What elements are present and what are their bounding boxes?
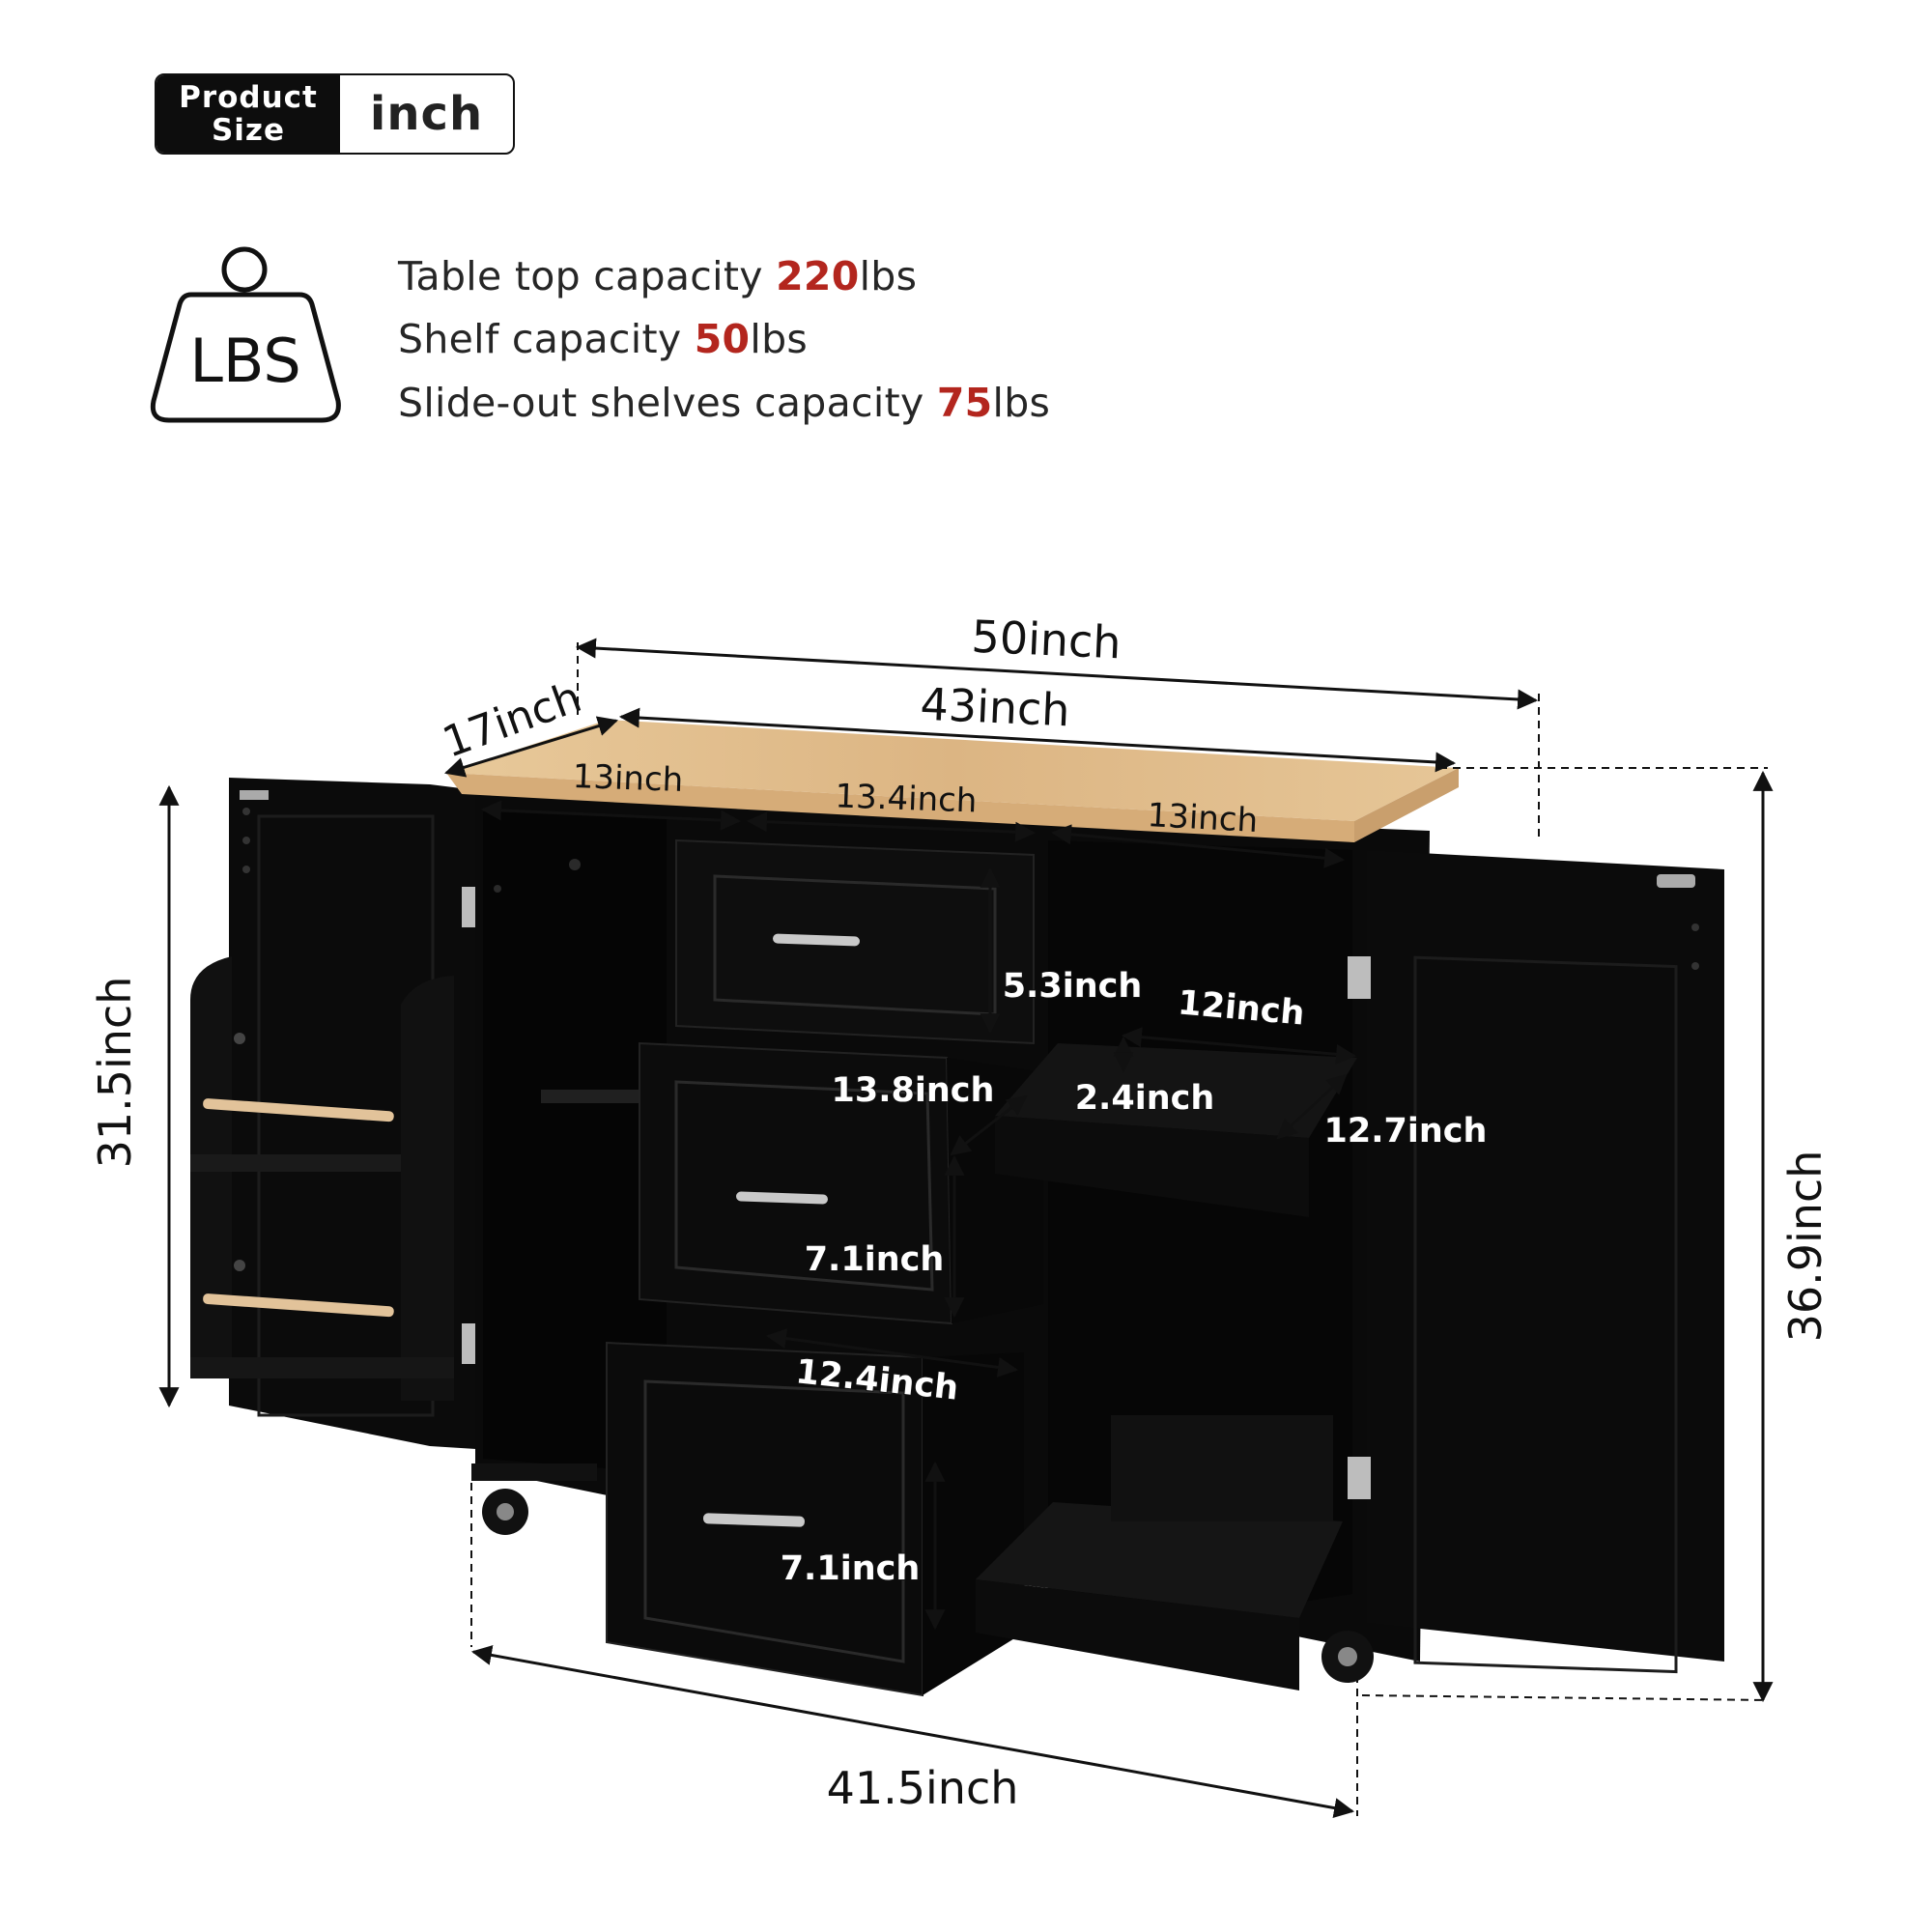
capacity-label: Table top capacity <box>398 253 777 299</box>
overall-width-label: 50inch <box>971 611 1122 669</box>
overall-height-label: 36.9inch <box>1779 1151 1832 1343</box>
capacity-value: 50 <box>694 316 751 362</box>
extension-lines <box>470 642 1769 1816</box>
capacity-unit: lbs <box>859 253 918 299</box>
left-compartment-width-label: 13inch <box>572 757 684 800</box>
shelf-capacity: Shelf capacity 50lbs <box>398 316 808 362</box>
badge-line-1: Product <box>179 80 318 115</box>
product-size-badge: Product Size inch <box>155 73 515 155</box>
bottom-drawer <box>606 1341 1024 1697</box>
capacity-label: Slide-out shelves capacity <box>398 380 937 426</box>
badge-unit: inch <box>369 87 484 141</box>
capacity-value: 220 <box>776 253 860 299</box>
table-top-capacity: Table top capacity 220lbs <box>398 253 917 299</box>
spice-rack <box>190 956 454 1401</box>
base-width-label: 41.5inch <box>827 1762 1019 1814</box>
badge-line-2: Size <box>211 113 286 148</box>
hinge <box>1348 956 1371 999</box>
upper-slide-out-shelf <box>995 1043 1357 1217</box>
capacity-unit: lbs <box>750 316 809 362</box>
right-door <box>1367 850 1724 1674</box>
top-drawer-height-label: 5.3inch <box>1003 967 1143 1006</box>
capacity-unit: lbs <box>992 380 1051 426</box>
middle-drawer-height-label: 7.1inch <box>805 1240 945 1279</box>
shelf-height-label: 2.4inch <box>1075 1079 1215 1118</box>
capacity-label: Shelf capacity <box>398 316 695 362</box>
drawer-depth-label: 13.8inch <box>832 1071 995 1110</box>
weight-icon: LBS <box>150 246 341 423</box>
top-width-label: 43inch <box>920 678 1071 737</box>
dimension-lines <box>158 638 1774 1818</box>
top-drawer <box>675 838 1035 1045</box>
right-compartment-width-label: 13inch <box>1147 796 1259 840</box>
drawer-width-label: 13.4inch <box>835 777 978 820</box>
slide-out-shelves-capacity: Slide-out shelves capacity 75lbs <box>398 380 1050 426</box>
shelf-depth-label: 12.7inch <box>1324 1112 1488 1151</box>
badge-label: Product Size <box>156 75 340 153</box>
hinge <box>1348 1457 1371 1499</box>
bottom-drawer-height-label: 7.1inch <box>781 1549 921 1588</box>
cabinet-height-label: 31.5inch <box>89 977 141 1169</box>
capacity-value: 75 <box>936 380 993 426</box>
lbs-text: LBS <box>189 326 300 396</box>
